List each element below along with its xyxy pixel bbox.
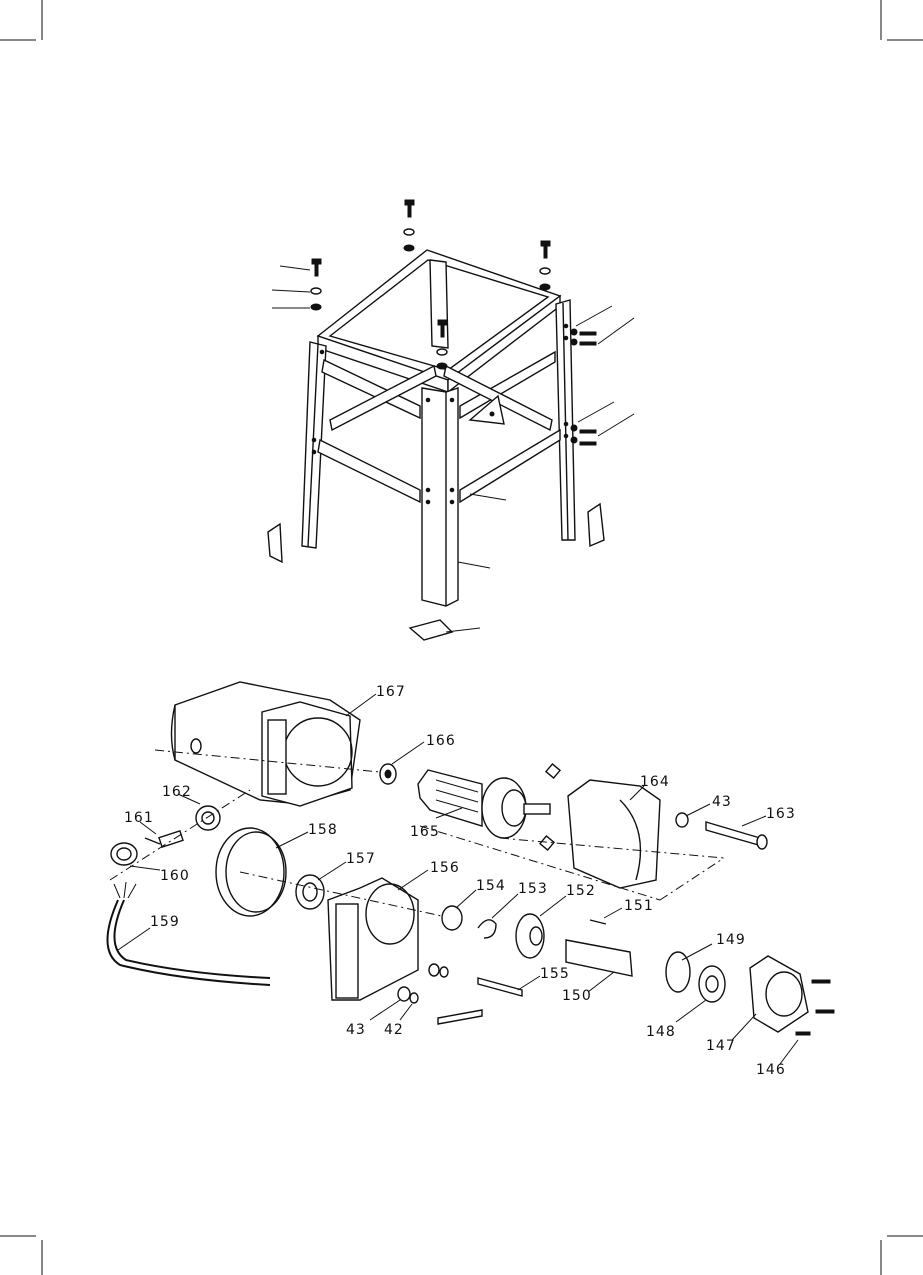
label-157: 157 bbox=[346, 851, 376, 867]
label-162: 162 bbox=[162, 784, 192, 800]
label-150: 150 bbox=[562, 988, 592, 1004]
label-153: 153 bbox=[518, 881, 548, 897]
label-151: 151 bbox=[624, 898, 654, 914]
label-156: 156 bbox=[430, 860, 460, 876]
label-154: 154 bbox=[476, 878, 506, 894]
label-165: 165 bbox=[410, 824, 440, 840]
label-161: 161 bbox=[124, 810, 154, 826]
motor-exploded-view bbox=[107, 682, 834, 1064]
label-163: 163 bbox=[766, 806, 796, 822]
label-167: 167 bbox=[376, 684, 406, 700]
label-149: 149 bbox=[716, 932, 746, 948]
label-160: 160 bbox=[160, 868, 190, 884]
label-148: 148 bbox=[646, 1024, 676, 1040]
label-152: 152 bbox=[566, 883, 596, 899]
label-147: 147 bbox=[706, 1038, 736, 1054]
label-159: 159 bbox=[150, 914, 180, 930]
label-164: 164 bbox=[640, 774, 670, 790]
label-42: 42 bbox=[384, 1022, 404, 1038]
label-155: 155 bbox=[540, 966, 570, 982]
label-43-top: 43 bbox=[712, 794, 732, 810]
stand-assembly bbox=[268, 200, 634, 640]
label-166: 166 bbox=[426, 733, 456, 749]
label-146: 146 bbox=[756, 1062, 786, 1078]
label-158: 158 bbox=[308, 822, 338, 838]
label-43-bottom: 43 bbox=[346, 1022, 366, 1038]
